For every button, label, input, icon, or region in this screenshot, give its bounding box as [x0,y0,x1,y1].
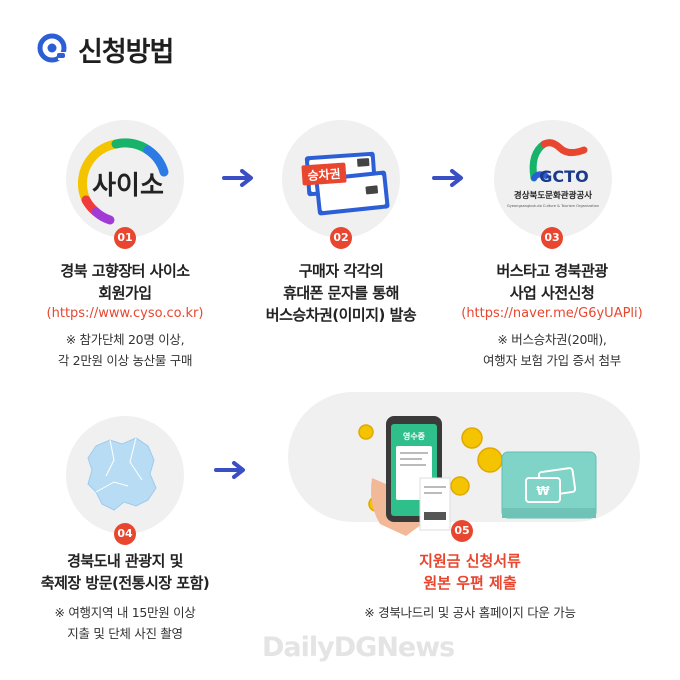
watermark: DailyDGNews [262,632,455,663]
arrow-right-icon [214,460,248,480]
gcto-logo-text: GCTO [539,167,588,186]
coin-icon [450,476,470,496]
gcto-logo: GCTO 경상북도문화관광공사 Gyeongsangbuk-do Culture… [507,139,599,208]
arrow-right-icon [432,168,466,188]
step3-note-line1: ※ 버스승차권(20매), [497,332,607,347]
step3-title-line2: 사업 사전신청 [509,284,595,302]
step5-title-line1: 지원금 신청서류 [419,552,521,570]
gcto-logo-english: Gyeongsangbuk-do Culture & Tourism Organ… [507,204,599,208]
step3-text: 버스타고 경북관광 사업 사전신청 (https://naver.me/G6yU… [436,260,668,371]
saiso-logo: 사이소 [77,138,169,225]
step4-text: 경북도내 관광지 및 축제장 방문(전통시장 포함) ※ 여행지역 내 15만원… [10,550,240,644]
saiso-logo-text: 사이소 [92,171,164,201]
step1-note-line1: ※ 참가단체 20명 이상, [65,332,185,347]
coin-icon [358,424,374,440]
gcto-logo-korean: 경상북도문화관광공사 [514,190,592,201]
receipt-icon [419,477,451,531]
step1-url[interactable]: (https://www.cyso.co.kr) [46,306,204,321]
step3-note-line2: 여행자 보험 가입 증서 첨부 [483,353,621,368]
step2-title-line1: 구매자 각각의 [298,262,384,280]
at-sign-icon [36,32,68,68]
step4-circle [66,416,184,534]
step1-text: 경북 고향장터 사이소 회원가입 (https://www.cyso.co.kr… [10,260,240,371]
arrow-right-icon [222,168,256,188]
step2-circle: 승차권 [282,120,400,238]
step5-badge: 05 [451,520,473,542]
step3-circle: GCTO 경상북도문화관광공사 Gyeongsangbuk-do Culture… [494,120,612,238]
step1-title-line1: 경북 고향장터 사이소 [60,262,190,280]
coin-icon [477,447,503,473]
gyeongbuk-map-icon [87,437,157,511]
step2-title-line2: 휴대폰 문자를 통해 [283,284,399,302]
page-header: 신청방법 [36,30,174,69]
svg-text:₩: ₩ [536,484,550,498]
won-card-icon: ₩ [501,451,597,519]
step2-badge: 02 [330,227,352,249]
page-title: 신청방법 [78,37,174,68]
step2-text: 구매자 각각의 휴대폰 문자를 통해 버스승차권(이미지) 발송 [226,260,456,326]
step5-title-line2: 원본 우편 제출 [423,574,517,592]
step1-circle: 사이소 [66,120,184,238]
coin-icon [461,427,483,449]
ticket-text: 승차권 [307,166,341,183]
step4-badge: 04 [114,523,136,545]
step4-note-line2: 지출 및 단체 사진 촬영 [67,626,183,641]
step4-title-line2: 축제장 방문(전통시장 포함) [40,574,210,592]
step5-illustration: 영수증 ₩ [350,408,610,538]
step4-title-line1: 경북도내 관광지 및 [67,552,183,570]
step1-note-line2: 각 2만원 이상 농산물 구매 [57,353,193,368]
step5-note-line1: ※ 경북나드리 및 공사 홈페이지 다운 가능 [364,605,576,620]
bus-ticket-icon: 승차권 [301,151,390,216]
step3-badge: 03 [541,227,563,249]
step3-url[interactable]: (https://naver.me/G6yUAPli) [461,306,643,321]
step5-text: 지원금 신청서류 원본 우편 제출 ※ 경북나드리 및 공사 홈페이지 다운 가… [330,550,610,623]
step2-title-line3: 버스승차권(이미지) 발송 [265,306,417,324]
step1-title-line2: 회원가입 [98,284,152,302]
step4-note-line1: ※ 여행지역 내 15만원 이상 [54,605,196,620]
step1-badge: 01 [114,227,136,249]
step3-title-line1: 버스타고 경북관광 [496,262,608,280]
receipt-title: 영수증 [403,431,426,441]
